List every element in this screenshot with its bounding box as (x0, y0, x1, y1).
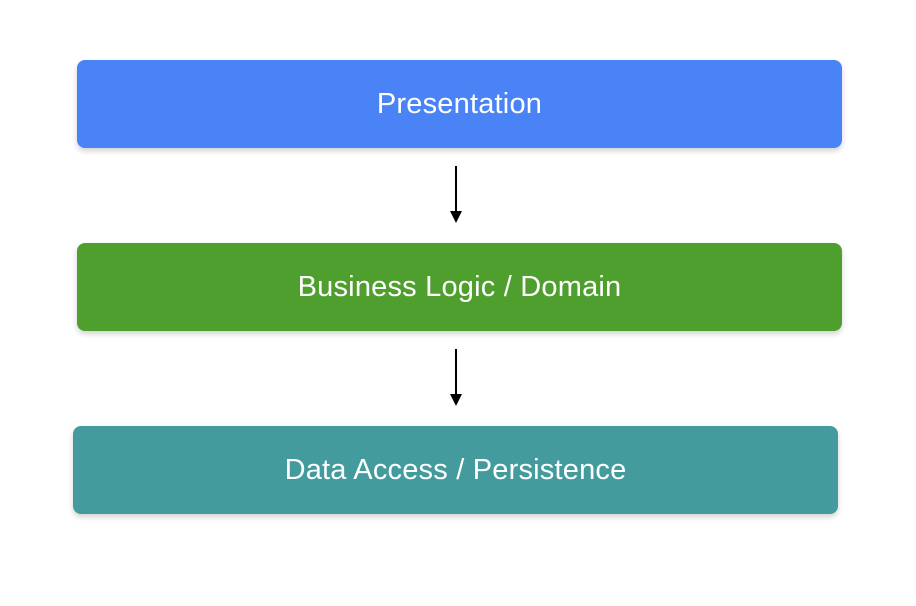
data-access-layer-label: Data Access / Persistence (284, 453, 627, 486)
data-access-layer-box: Data Access / Persistence (73, 426, 838, 514)
down-arrow-icon (450, 349, 462, 406)
business-logic-layer-box: Business Logic / Domain (77, 243, 842, 331)
down-arrow-icon (450, 166, 462, 223)
presentation-layer-box: Presentation (77, 60, 842, 148)
presentation-layer-label: Presentation (376, 87, 543, 120)
business-logic-layer-label: Business Logic / Domain (297, 270, 622, 303)
